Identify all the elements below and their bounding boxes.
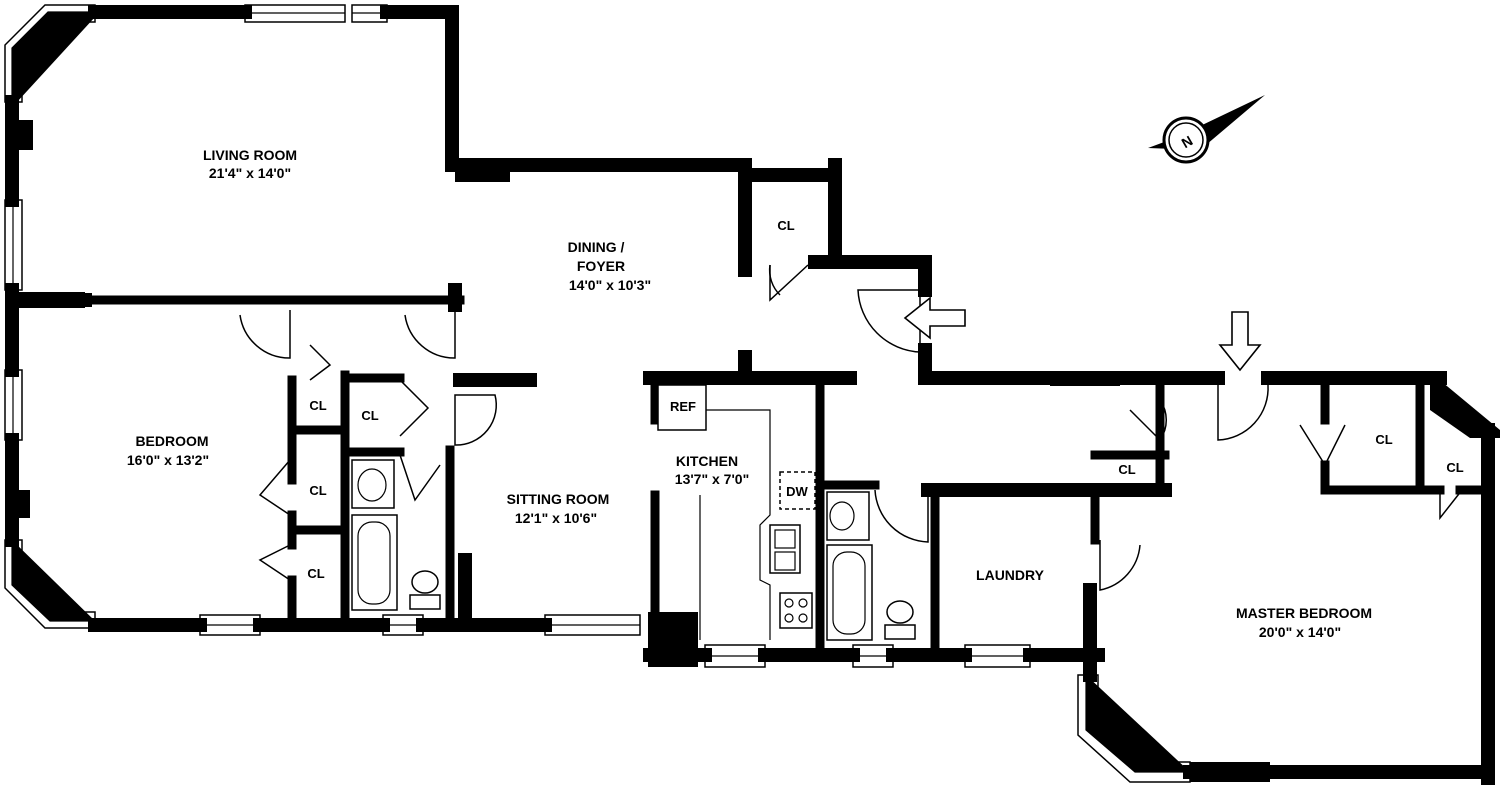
dishwasher-label: DW (786, 484, 808, 499)
master-bedroom-dims: 20'0" x 14'0" (1259, 624, 1341, 640)
bathroom-2-fixtures (826, 491, 916, 641)
dining-foyer-label: DINING / (568, 239, 625, 255)
sink (826, 491, 870, 541)
doors (239, 264, 1463, 591)
dining-foyer-label-2: FOYER (577, 258, 625, 274)
bedroom-label: BEDROOM (135, 433, 208, 449)
closet-label: CL (307, 566, 324, 581)
toilet (886, 600, 914, 624)
sink (351, 459, 395, 509)
sitting-room-label: SITTING ROOM (507, 491, 610, 507)
kitchen-dims: 13'7" x 7'0" (675, 471, 749, 487)
entry-arrow-icon (903, 296, 966, 340)
toilet (411, 570, 439, 594)
dining-foyer-dims: 14'0" x 10'3" (569, 277, 651, 293)
bay-window-west-top (4, 4, 96, 103)
sitting-room-dims: 12'1" x 10'6" (515, 510, 597, 526)
kitchen-fixtures (657, 384, 816, 640)
kitchen-label: KITCHEN (676, 453, 738, 469)
bay-window-west-bottom (4, 539, 96, 629)
closet-label: CL (1446, 460, 1463, 475)
refrigerator (657, 384, 707, 431)
closet-label: CL (309, 483, 326, 498)
closet-label: CL (1118, 462, 1135, 477)
closet-label: CL (309, 398, 326, 413)
entry-arrow-icon (1218, 311, 1262, 372)
compass-icon: N (1148, 95, 1265, 164)
bay-window-master (1077, 674, 1191, 783)
windows (4, 4, 1031, 668)
laundry-label: LAUNDRY (976, 567, 1045, 583)
closet-label: CL (1375, 432, 1392, 447)
bedroom-dims: 16'0" x 13'2" (127, 452, 209, 468)
bathroom-1-fixtures (351, 459, 441, 611)
dishwasher (779, 471, 816, 510)
master-bedroom-label: MASTER BEDROOM (1236, 605, 1372, 621)
closet-label: CL (777, 218, 794, 233)
living-room-label: LIVING ROOM (203, 147, 297, 163)
stove (779, 592, 813, 629)
refrigerator-label: REF (670, 399, 696, 414)
living-room-dims: 21'4" x 14'0" (209, 165, 291, 181)
closet-label: CL (361, 408, 378, 423)
solid-wall-masses (5, 120, 1500, 782)
